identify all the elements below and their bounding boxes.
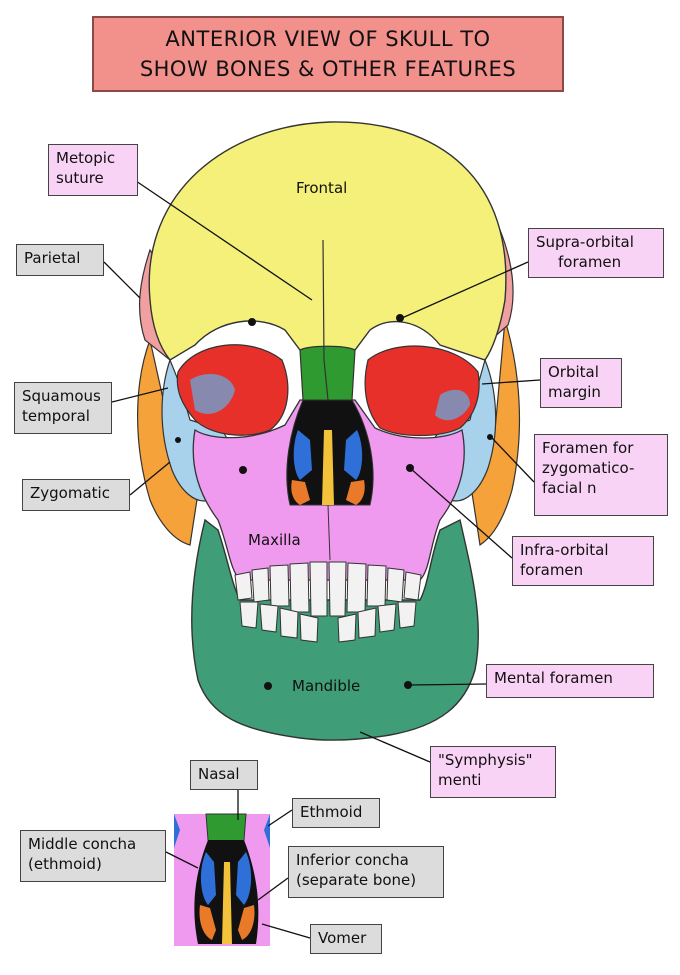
middle-concha-left xyxy=(293,430,312,480)
diagram-title: ANTERIOR VIEW OF SKULL TO SHOW BONES & O… xyxy=(92,16,564,92)
middle-concha-right xyxy=(344,430,363,480)
zygomaticofacial-foramen-left xyxy=(175,437,181,443)
frontal-label: Frontal xyxy=(296,179,348,197)
metopic-suture-line xyxy=(322,239,329,401)
orbit-right xyxy=(364,345,480,437)
zygomaticofacial-foramen-right xyxy=(487,434,493,440)
mental-foramen-label: Mental foramen xyxy=(486,664,654,698)
frontal-bone xyxy=(148,121,507,361)
leader-lines xyxy=(103,180,541,939)
inferior-concha-right xyxy=(346,480,365,505)
orbit-shadow-right xyxy=(435,389,470,421)
ethmoid-label: Ethmoid xyxy=(292,798,380,828)
vomer-bone xyxy=(322,430,334,505)
zygomatic-label: Zygomatic xyxy=(22,479,130,511)
mandible-label: Mandible xyxy=(292,677,361,695)
mental-foramen-right xyxy=(404,681,412,689)
mental-foramen-left xyxy=(264,682,272,690)
vomer-label: Vomer xyxy=(310,924,382,954)
supraorbital-foramen-left xyxy=(248,318,256,326)
nasal-label: Nasal xyxy=(190,760,258,790)
supraorbital-foramen-right xyxy=(396,314,404,322)
midline-suture-maxilla xyxy=(327,504,331,561)
inferior-concha-left xyxy=(291,480,310,505)
teeth xyxy=(234,561,422,643)
nasal-inset xyxy=(174,813,270,946)
orbit-shadow-left xyxy=(190,374,235,414)
symphysis-menti-label: "Symphysis"menti xyxy=(430,746,556,798)
infraorbital-foramen-left xyxy=(239,466,247,474)
inferior-concha-label: Inferior concha(separate bone) xyxy=(288,846,444,898)
middle-concha-label: Middle concha(ethmoid) xyxy=(20,830,166,882)
parietal-label: Parietal xyxy=(16,244,104,276)
maxilla-label: Maxilla xyxy=(248,531,301,549)
title-line-1: ANTERIOR VIEW OF SKULL TO xyxy=(165,27,491,51)
title-line-2: SHOW BONES & OTHER FEATURES xyxy=(139,57,517,81)
